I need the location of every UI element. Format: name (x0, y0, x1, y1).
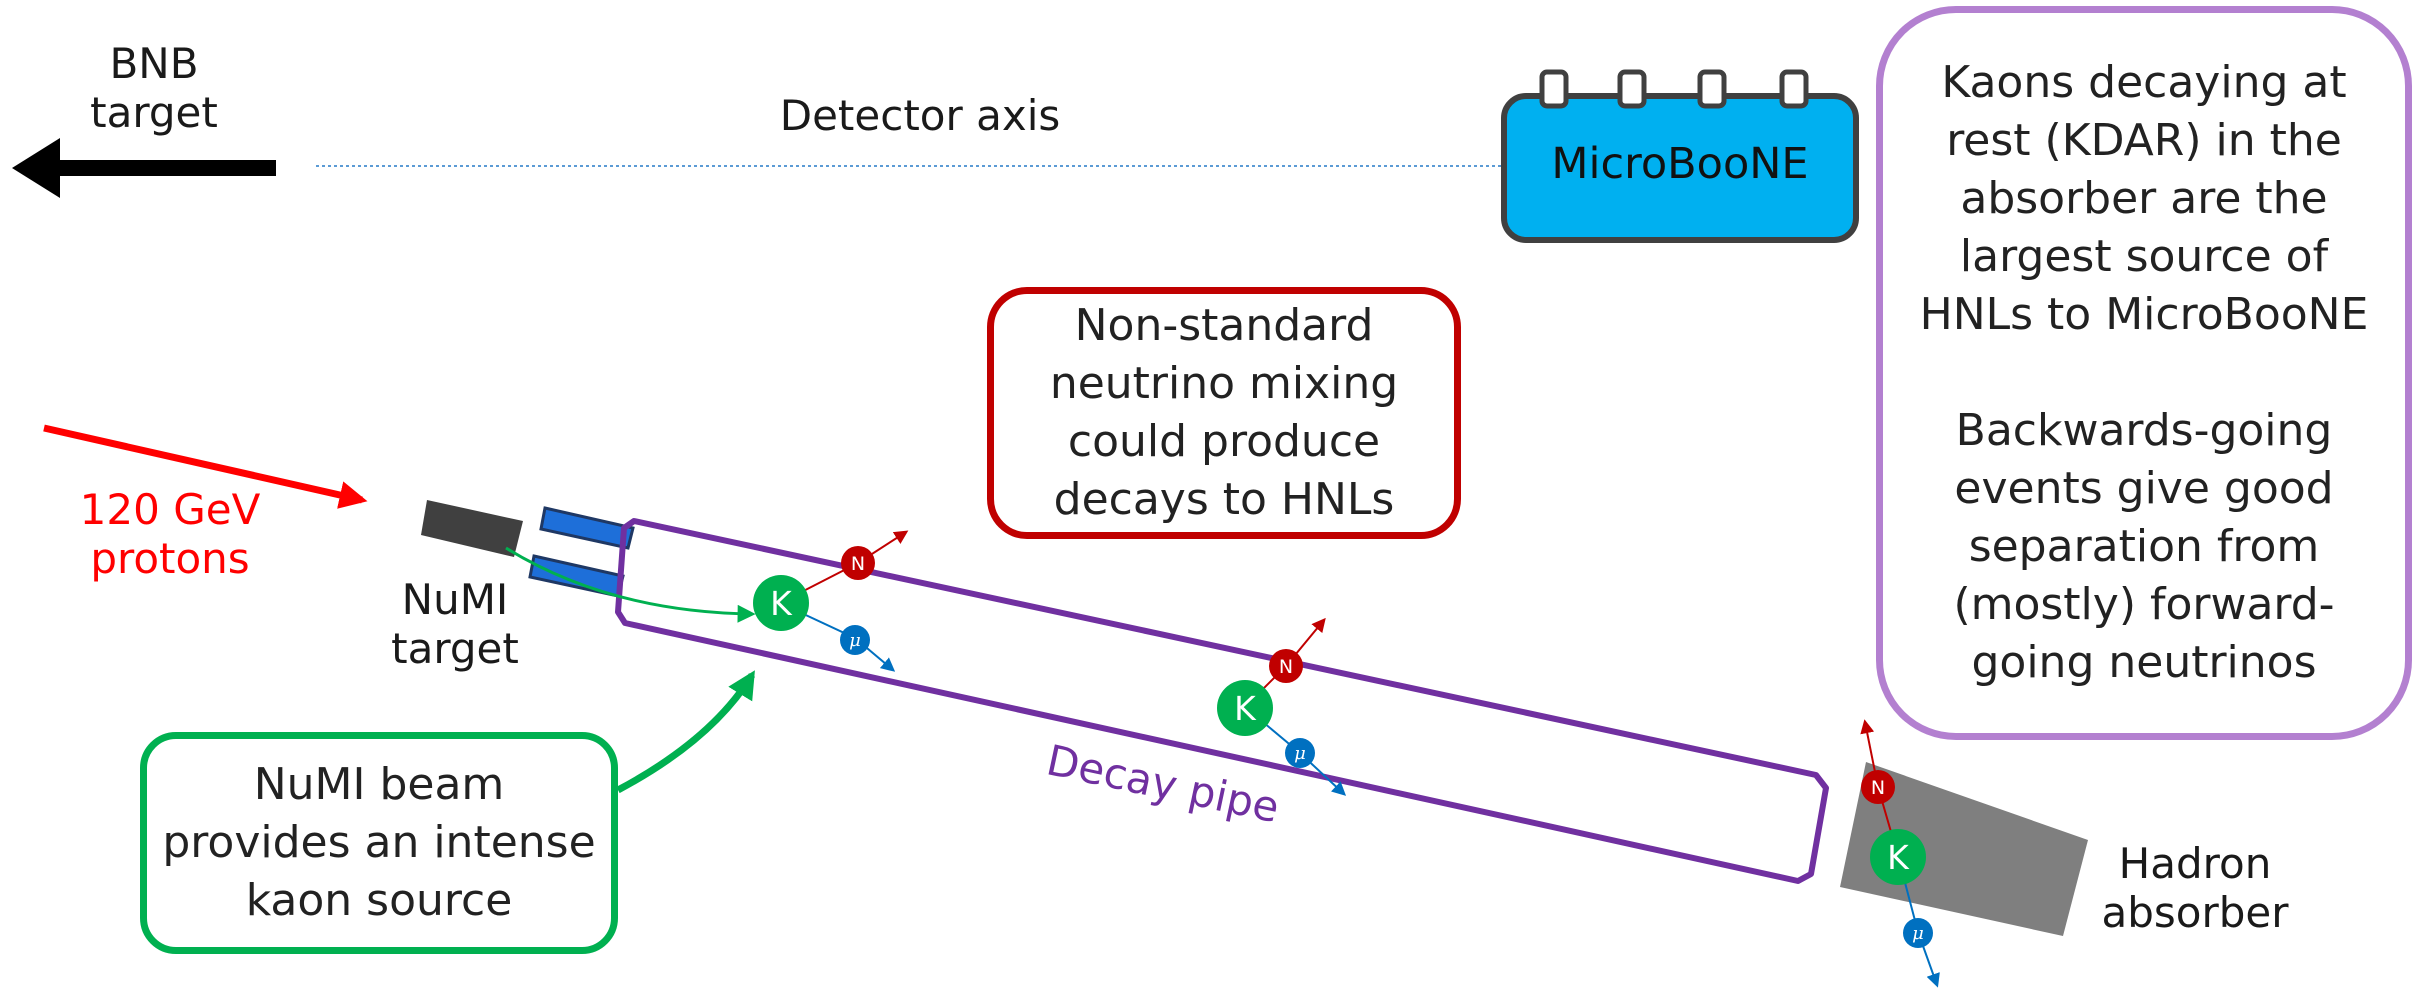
numi-callout-box: NuMI beam provides an intense kaon sourc… (140, 732, 618, 954)
svg-text:K: K (770, 584, 793, 623)
microboone-detector (1501, 69, 1859, 243)
decay-pipe-label: Decay pipe (1042, 735, 1283, 832)
hnl-particle: N (841, 546, 875, 580)
muon-particle: μ (1903, 918, 1933, 948)
svg-text:K: K (1234, 689, 1257, 728)
svg-text:μ: μ (1912, 923, 1924, 944)
detector-axis-label: Detector axis (779, 91, 1061, 140)
kaon-particle: K (1217, 680, 1273, 736)
numi-callout-arrow (616, 670, 755, 794)
bnb-target-label: BNB target (90, 39, 218, 137)
muon-particle: μ (1285, 738, 1315, 768)
kaon-particle: K (753, 575, 809, 631)
svg-text:N: N (1871, 777, 1885, 799)
decay-pipe (615, 518, 1829, 884)
microboone-label: MicroBooNE (1551, 139, 1809, 189)
hnl-particle: N (1861, 770, 1895, 804)
svg-text:N: N (1279, 656, 1293, 678)
focusing-horn (539, 506, 635, 550)
svg-text:μ: μ (1294, 743, 1306, 764)
hnl-particle: N (1269, 649, 1303, 683)
numi-target-block (421, 500, 523, 557)
protons-label: 120 GeV protons (79, 485, 261, 583)
svg-text:N: N (851, 553, 865, 575)
detector-cylinder (1539, 69, 1809, 109)
svg-text:μ: μ (849, 630, 861, 651)
proton-beam-arrow (43, 424, 368, 509)
svg-text:K: K (1887, 838, 1910, 877)
numi-target-label: NuMI target (391, 575, 519, 673)
hadron-absorber-block (1840, 762, 2088, 936)
bnb-direction-arrow (12, 138, 276, 198)
hadron-absorber-label: Hadron absorber (2101, 839, 2289, 937)
kdar-callout-box: Kaons decaying at rest (KDAR) in the abs… (1876, 6, 2412, 740)
muon-particle: μ (840, 625, 870, 655)
kaon-trajectory (505, 546, 756, 623)
mixing-callout-box: Non-standard neutrino mixing could produ… (987, 287, 1461, 539)
kaon-particle: K (1870, 829, 1926, 885)
